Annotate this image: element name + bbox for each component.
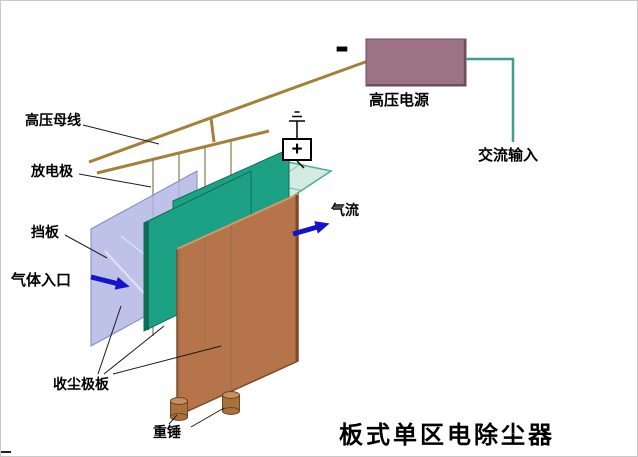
label-power-supply: 高压电源: [369, 92, 430, 109]
label-ac-input: 交流输入: [478, 147, 539, 164]
label-airflow: 气流: [331, 202, 359, 218]
airflow-arrow: [292, 221, 330, 237]
gas-inlet-arrow: [90, 274, 130, 290]
diagram-title: 板式单区电除尘器: [339, 422, 555, 449]
high-voltage-bus-lines: [88, 59, 369, 175]
weight-cylinder-left: [170, 397, 188, 421]
label-baffle: 挡板: [31, 224, 59, 240]
plus-terminal-connector: [296, 160, 305, 169]
label-gas-inlet: 气体入口: [11, 272, 72, 289]
corner-dash-mark: [1, 451, 11, 453]
ac-input-wire: [466, 57, 515, 142]
negative-terminal-sign: -: [335, 22, 349, 69]
label-bus-line: 高压母线: [25, 112, 81, 128]
label-weight: 重锤: [153, 424, 181, 440]
positive-terminal-sign: +: [282, 138, 312, 161]
leader-lines: [64, 124, 225, 428]
power-supply-box: [365, 38, 467, 87]
label-discharge-electrode: 放电极: [31, 163, 73, 179]
ground-symbol: [289, 111, 305, 138]
collecting-plate-brown: [176, 192, 299, 418]
wires-over-plate: [178, 225, 232, 401]
label-dust-collection-plate: 收尘极板: [53, 376, 109, 392]
weight-cylinder-right: [222, 391, 240, 415]
